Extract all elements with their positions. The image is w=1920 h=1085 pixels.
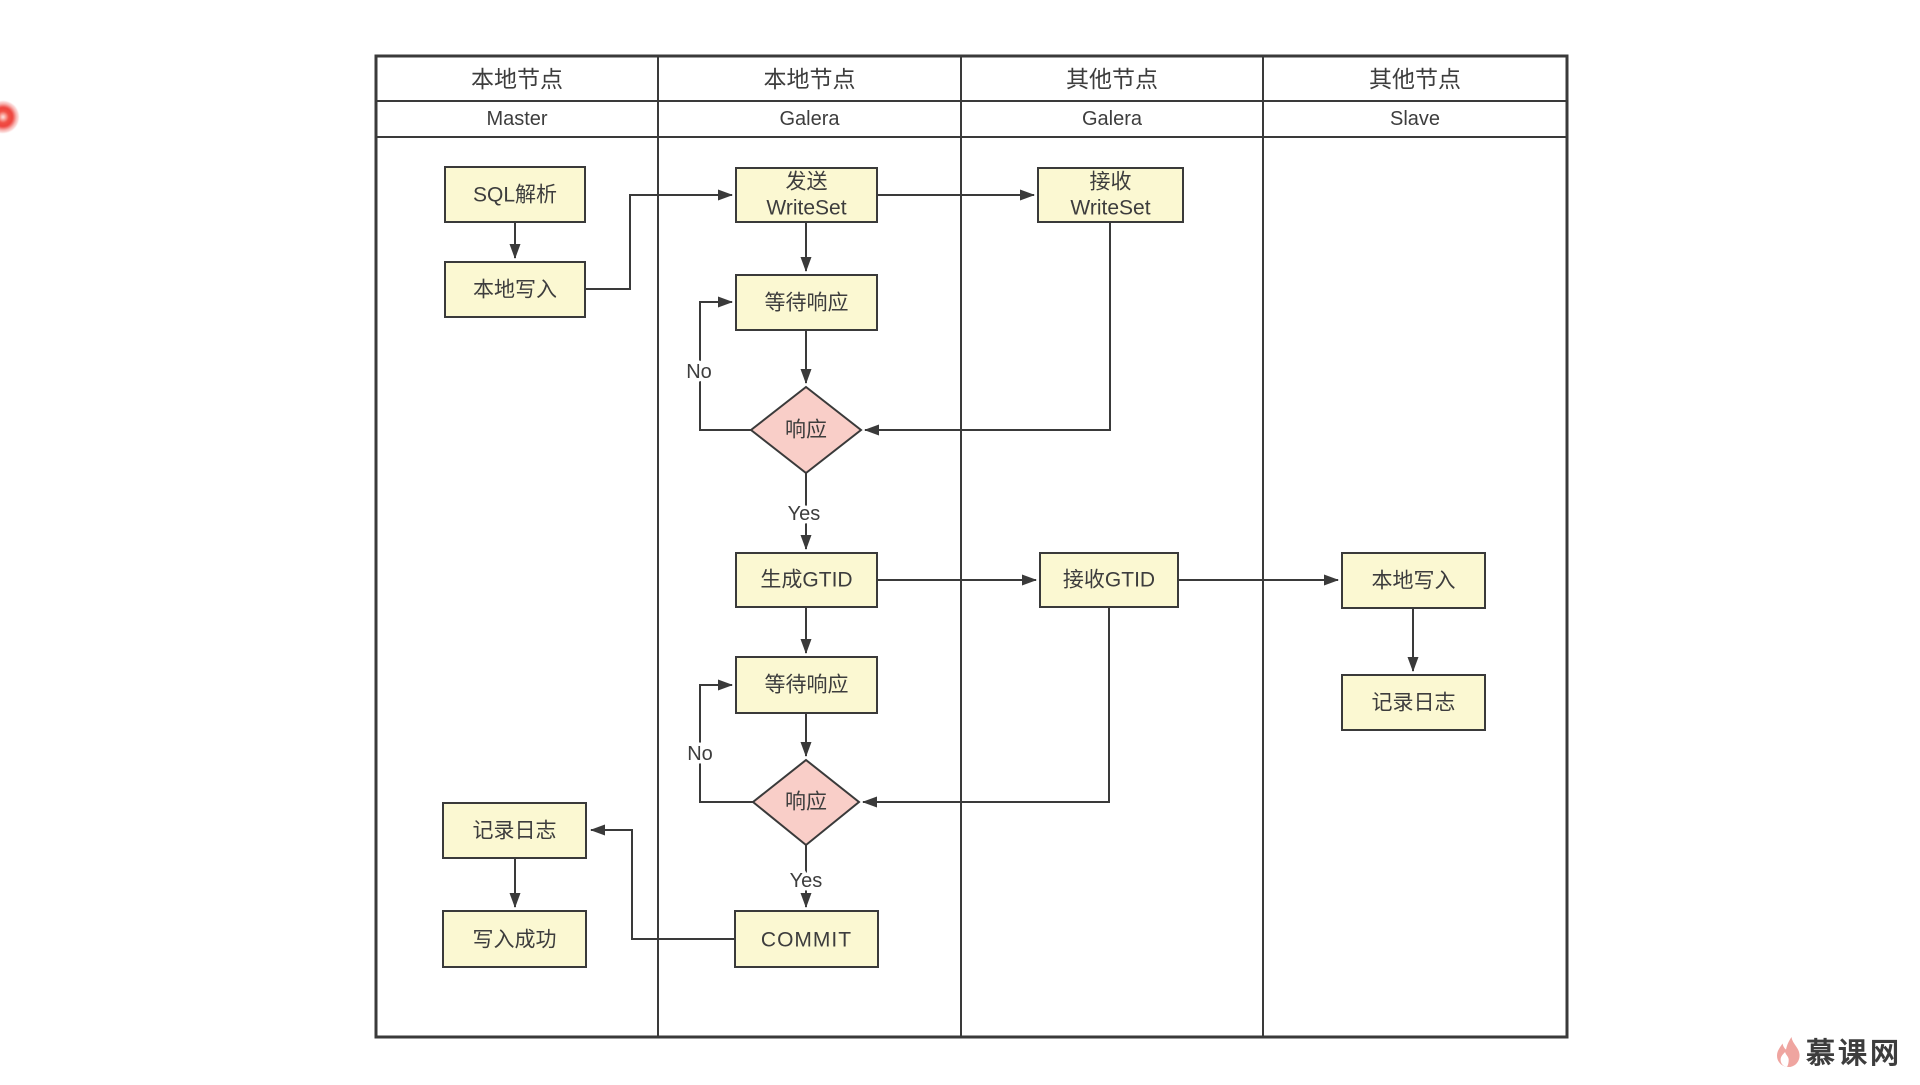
lane-1-subtitle: Master [486,108,547,130]
node-recv-gtid-box [1039,552,1179,608]
edge-label-no-1: No [686,361,712,383]
node-wait-response-2-box [735,656,878,714]
node-sql-parse-label: SQL解析 [473,184,557,207]
table-border [374,54,1569,1039]
decision-response-2 [751,758,861,847]
node-wait-response-1-box [735,274,878,331]
node-recv-writeset-line2: WriteSet [1070,197,1150,220]
laser-pointer-dot [0,101,19,133]
lane-4-subtitle: Slave [1390,108,1440,130]
edge-response2-no-loop [699,679,753,803]
flame-icon-inner [1780,1052,1789,1067]
node-local-write-master-box [444,261,586,318]
edge-commit-to-log-master [590,824,735,940]
edge-label-yes-2: Yes [790,870,823,892]
node-log-master-box [442,802,587,859]
node-wait-response-1-label: 等待响应 [765,292,849,315]
node-commit-box [734,910,879,968]
lane-3-subtitle: Galera [1082,108,1143,130]
flame-icon [1777,1037,1800,1067]
node-log-slave-label: 记录日志 [1372,692,1456,715]
node-gen-gtid-label: 生成GTID [760,569,852,592]
lane-2-title: 本地节点 [764,66,856,92]
decision-response-1 [749,385,863,475]
node-write-success-label: 写入成功 [473,929,557,952]
lane-4-title: 其他节点 [1369,66,1461,92]
node-log-master-label: 记录日志 [473,820,557,843]
decision-response-2-label: 响应 [785,791,827,814]
node-sql-parse-box [444,166,586,223]
edge-response1-no-loop [699,296,751,431]
node-send-writeset-box [735,167,878,223]
node-log-slave-box [1341,674,1486,731]
edge-label-no-2: No [687,743,713,765]
node-write-success-box [442,910,587,968]
swimlane-table: 本地节点 本地节点 其他节点 其他节点 Master Galera Galera… [374,54,1569,1039]
lane-2-subtitle: Galera [779,108,840,130]
node-recv-writeset-line1: 接收 [1090,171,1132,194]
node-wait-response-2-label: 等待响应 [765,674,849,697]
watermark-text: 慕课网 [1806,1037,1902,1070]
node-local-write-slave-box [1341,552,1486,609]
node-commit-label: COMMIT [761,929,852,952]
edges [509,189,1419,940]
lane-1-title: 本地节点 [471,66,563,92]
node-send-writeset-line2: WriteSet [766,197,846,220]
node-gen-gtid-box [735,552,878,608]
edge-recvgtid-to-response2 [862,607,1110,808]
edge-recvwriteset-to-response1 [864,222,1111,436]
nodes: SQL解析 本地写入 发送 WriteSet 接收 WriteSet 等待响应 … [442,166,1486,968]
node-local-write-master-label: 本地写入 [473,279,557,302]
edge-localwrite-to-sendwriteset [585,189,733,290]
lane-3-title: 其他节点 [1066,66,1158,92]
decision-response-1-label: 响应 [785,419,827,442]
node-send-writeset-line1: 发送 [786,171,828,194]
node-local-write-slave-label: 本地写入 [1372,570,1456,593]
node-recv-gtid-label: 接收GTID [1063,569,1155,592]
imooc-watermark: 慕课网 [1777,1037,1902,1070]
node-recv-writeset-box [1037,167,1184,223]
edge-label-yes-1: Yes [788,503,821,525]
